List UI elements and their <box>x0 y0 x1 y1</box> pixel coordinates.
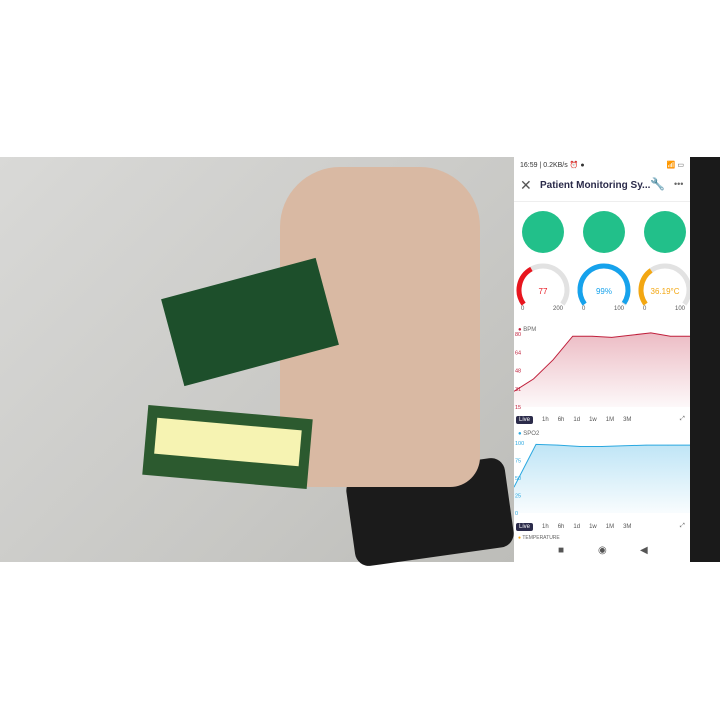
hardware-photo <box>0 157 516 568</box>
gauge-value: 77 <box>538 287 548 296</box>
status-bar-right: 📶 ▭ <box>666 162 684 169</box>
gauge-max: 200 <box>553 306 564 312</box>
time-tab-3m[interactable]: 3M <box>623 524 632 530</box>
series-area <box>514 444 690 513</box>
more-icon[interactable]: ••• <box>674 179 684 189</box>
gauge-max: 100 <box>675 306 686 312</box>
time-tab-1m[interactable]: 1M <box>605 417 615 423</box>
led-indicator <box>644 211 686 253</box>
gauge: 99% 0 100 <box>576 262 632 314</box>
home-icon[interactable]: ◉ <box>598 545 607 556</box>
bpm-legend: ● BPM <box>518 327 537 333</box>
gauge: 36.19°C 0 100 <box>637 262 690 314</box>
expand-icon[interactable]: ⤢ <box>680 416 685 422</box>
time-tab-1h[interactable]: 1h <box>542 524 549 530</box>
time-tab-1w[interactable]: 1w <box>589 417 597 423</box>
time-tab-1w[interactable]: 1w <box>589 524 597 530</box>
time-tab-6h[interactable]: 6h <box>557 417 565 423</box>
led-indicator <box>522 211 564 253</box>
time-tab-1m[interactable]: 1M <box>605 524 615 530</box>
gauge-fill <box>516 266 533 306</box>
time-tab-1d[interactable]: 1d <box>573 524 581 530</box>
close-icon[interactable]: ✕ <box>520 177 532 193</box>
recents-icon[interactable]: ■ <box>558 545 565 556</box>
black-border <box>690 157 720 562</box>
time-tab-live[interactable]: Live <box>516 416 534 424</box>
spo2-legend: ● SPO2 <box>518 431 540 437</box>
time-tab-3m[interactable]: 3M <box>623 417 632 423</box>
temperature-legend: ● TEMPERATURE <box>518 535 560 541</box>
series-line <box>514 332 690 392</box>
spo2-time-tabs: Live 1h 6h 1d 1w 1M 3M ⤢ <box>516 523 685 531</box>
y-tick-label: 48 <box>515 369 521 375</box>
page-title: Patient Monitoring Sy... <box>540 180 651 191</box>
lcd-display <box>142 404 313 490</box>
y-tick-label: 15 <box>515 405 521 411</box>
expand-icon[interactable]: ⤢ <box>680 523 685 529</box>
gauge: 77 0 200 <box>515 262 571 314</box>
led-indicator <box>583 211 625 253</box>
y-tick-label: 25 <box>515 494 521 500</box>
y-tick-label: 64 <box>515 350 521 356</box>
spo2-chart: 0 25 50 75 100 <box>514 441 690 517</box>
y-tick-label: 50 <box>515 476 521 482</box>
time-tab-live[interactable]: Live <box>516 523 534 531</box>
y-tick-label: 31 <box>515 387 521 393</box>
gauge-min: 0 <box>521 306 525 312</box>
status-bar-left: 16:59 | 0.2KB/s ⏰ ● <box>520 162 585 169</box>
y-tick-label: 75 <box>515 459 521 465</box>
bpm-time-tabs: Live 1h 6h 1d 1w 1M 3M ⤢ <box>516 416 685 424</box>
phone-app: 16:59 | 0.2KB/s ⏰ ● 📶 ▭ ✕ Patient Monito… <box>514 157 690 562</box>
time-tab-1h[interactable]: 1h <box>542 417 549 423</box>
gauge-fill <box>577 263 631 306</box>
time-tab-1d[interactable]: 1d <box>573 417 581 423</box>
gauge-max: 100 <box>614 306 625 312</box>
gauge-min: 0 <box>582 306 586 312</box>
gauge-min: 0 <box>643 306 647 312</box>
back-icon[interactable]: ◀ <box>640 545 648 556</box>
y-tick-label: 80 <box>515 332 521 338</box>
app-header: ✕ Patient Monitoring Sy... 🔧 ••• <box>514 170 690 202</box>
gauge-value: 36.19°C <box>650 287 680 296</box>
y-tick-label: 0 <box>515 511 518 517</box>
bpm-chart: 15 31 48 64 80 <box>514 332 690 411</box>
time-tab-6h[interactable]: 6h <box>557 524 565 530</box>
wrench-icon[interactable]: 🔧 <box>650 177 665 191</box>
series-area <box>514 332 690 407</box>
y-tick-label: 100 <box>515 441 524 447</box>
gauge-fill <box>638 268 653 306</box>
gauge-value: 99% <box>595 287 612 296</box>
